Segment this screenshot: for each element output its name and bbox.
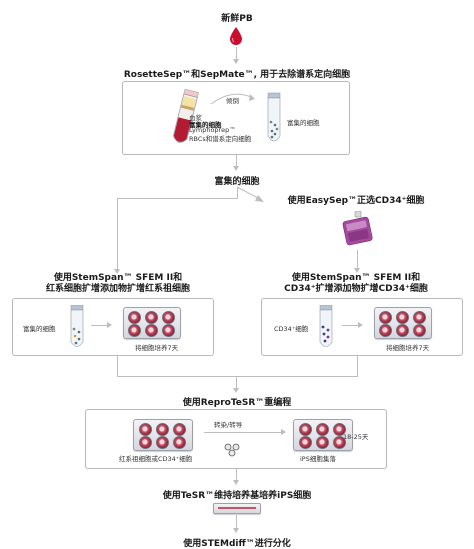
branch-arrow-icon xyxy=(236,186,264,202)
ips-colonies-label: iPS细胞集落 xyxy=(300,455,336,463)
duration-label: 18-25天 xyxy=(343,433,369,441)
easysep-magnet-icon xyxy=(342,211,373,246)
left-culture-plate xyxy=(123,307,181,339)
step-expand-cd34-line2: CD34⁺扩增添加物扩增CD34⁺细胞 xyxy=(284,284,428,294)
step-maintain: 使用TeSR™维持培养基培养iPS细胞 xyxy=(162,491,312,501)
reprogramming-box: 红系祖细胞或CD34⁺细胞 转染/转导 iPS细胞集落 xyxy=(85,409,387,469)
tilt-arrow-icon xyxy=(210,93,255,105)
layer-lymphoprep-label: Lymphoprep™ xyxy=(189,126,236,134)
maintenance-plate xyxy=(213,503,261,514)
density-separation-box: 血浆 富集的细胞 Lymphoprep™ RBCs和谱系定向细胞 倾倒 富集的细… xyxy=(122,81,350,155)
erythroid-culture-box: 富集的细胞 将细胞培养7天 xyxy=(12,298,214,356)
step-expand-erythroid: 使用StemSpan™ SFEM II和 红系细胞扩增添加物扩增红系祖细胞 xyxy=(28,273,208,295)
right-culture-label: 将细胞培养7天 xyxy=(386,344,430,352)
step-reprogram: 使用ReproTeSR™重编程 xyxy=(182,398,292,408)
lymphoprep-tube-icon xyxy=(173,88,199,143)
transfect-label: 转染/转导 xyxy=(214,421,243,429)
right-culture-plate xyxy=(374,307,432,339)
left-enriched-label: 富集的细胞 xyxy=(23,325,56,333)
step-easysep: 使用EasySep™正选CD34⁺细胞 xyxy=(287,196,425,206)
blood-drop-icon xyxy=(230,27,242,45)
layer-enriched-label: 富集的细胞 xyxy=(189,121,222,129)
right-tube-icon xyxy=(319,305,333,347)
enriched-cells-tube-icon xyxy=(267,92,281,142)
tilt-label: 倾倒 xyxy=(226,97,239,105)
cd34-cells-label: CD34⁺细胞 xyxy=(274,325,309,333)
cd34-culture-box: CD34⁺细胞 将细胞培养7天 xyxy=(261,298,463,356)
layer-plasma-label: 血浆 xyxy=(189,114,202,122)
step-rosettesep: RosetteSep™和SepMate™, 用于去除谱系定向细胞 xyxy=(123,70,351,80)
step-expand-cd34-line1: 使用StemSpan™ SFEM II和 xyxy=(291,273,421,283)
virus-particles-icon xyxy=(224,443,240,457)
source-cells-label: 红系祖细胞或CD34⁺细胞 xyxy=(119,455,193,463)
step-expand-erythroid-line1: 使用StemSpan™ SFEM II和 xyxy=(53,273,183,283)
step-enriched: 富集的细胞 xyxy=(214,177,260,187)
step-expand-erythroid-line2: 红系细胞扩增添加物扩增红系祖细胞 xyxy=(45,284,190,294)
source-plate xyxy=(133,419,193,451)
step-expand-cd34: 使用StemSpan™ SFEM II和 CD34⁺扩增添加物扩增CD34⁺细胞 xyxy=(266,273,446,295)
step-differentiate: 使用STEMdiff™进行分化 xyxy=(183,539,291,549)
layer-rbc-label: RBCs和谱系定向细胞 xyxy=(189,135,252,143)
step-fresh-pb: 新鲜PB xyxy=(221,14,253,24)
enriched-cells-label: 富集的细胞 xyxy=(287,119,320,127)
left-culture-label: 将细胞培养7天 xyxy=(135,344,179,352)
ips-colonies-plate xyxy=(293,419,353,451)
left-tube-icon xyxy=(70,305,84,347)
